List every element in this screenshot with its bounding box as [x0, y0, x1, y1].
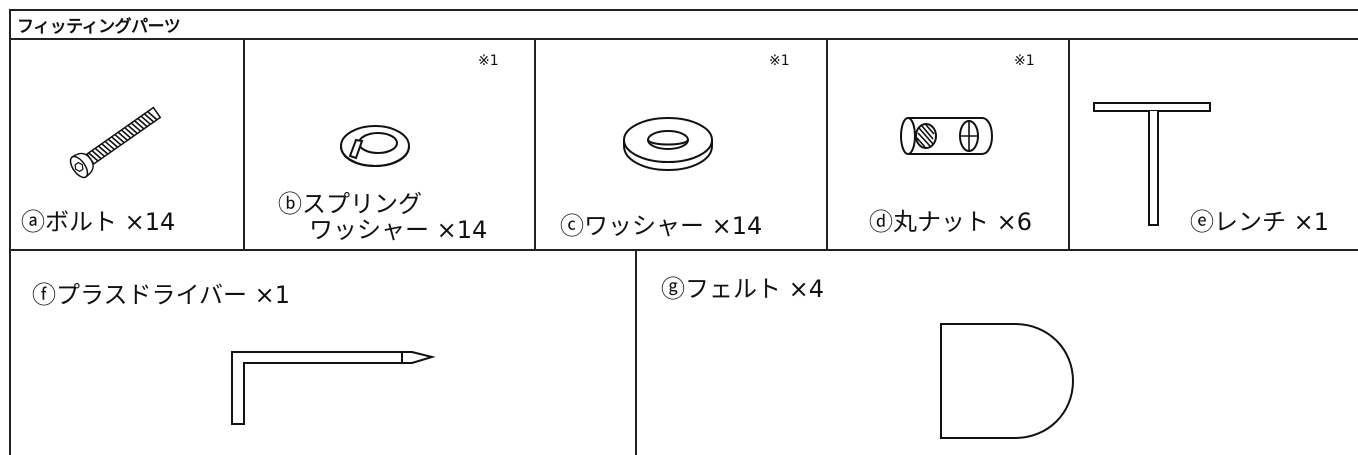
divider-c-d: [826, 40, 828, 249]
screwdriver-icon: [231, 351, 436, 425]
row-divider: [9, 249, 1358, 251]
felt-pad-icon: [940, 323, 1075, 439]
part-g-label: ⓖフェルト ×4: [661, 275, 825, 303]
part-e-label: ⓔレンチ ×1: [1190, 208, 1330, 236]
bolt-icon: [69, 106, 162, 179]
part-d-label: ⓓ丸ナット ×6: [869, 208, 1033, 236]
note-d: ※1: [1014, 53, 1035, 69]
note-b: ※1: [478, 53, 499, 69]
part-b-label-line2: ワッシャー ×14: [309, 216, 488, 244]
divider-f-g: [635, 251, 637, 455]
barrel-nut-icon: [900, 117, 994, 155]
washer-icon: [623, 117, 713, 172]
note-c: ※1: [769, 53, 790, 69]
left-border: [9, 40, 11, 455]
part-a-label: ⓐボルト ×14: [21, 208, 176, 236]
part-b-label-line1: ⓑスプリング: [278, 190, 422, 218]
divider-a-b: [243, 40, 245, 249]
part-b-label: ⓑスプリング ワッシャー ×14: [278, 192, 487, 242]
page-title: フィッティングパーツ: [17, 17, 181, 37]
divider-b-c: [534, 40, 536, 249]
divider-d-e: [1068, 40, 1070, 249]
header-bar: フィッティングパーツ: [9, 9, 1358, 40]
spring-washer-icon: [340, 125, 410, 168]
part-c-label: ⓒワッシャー ×14: [560, 212, 763, 240]
part-f-label: ⓕプラスドライバー ×1: [32, 281, 291, 309]
t-wrench-icon: [1093, 102, 1211, 226]
